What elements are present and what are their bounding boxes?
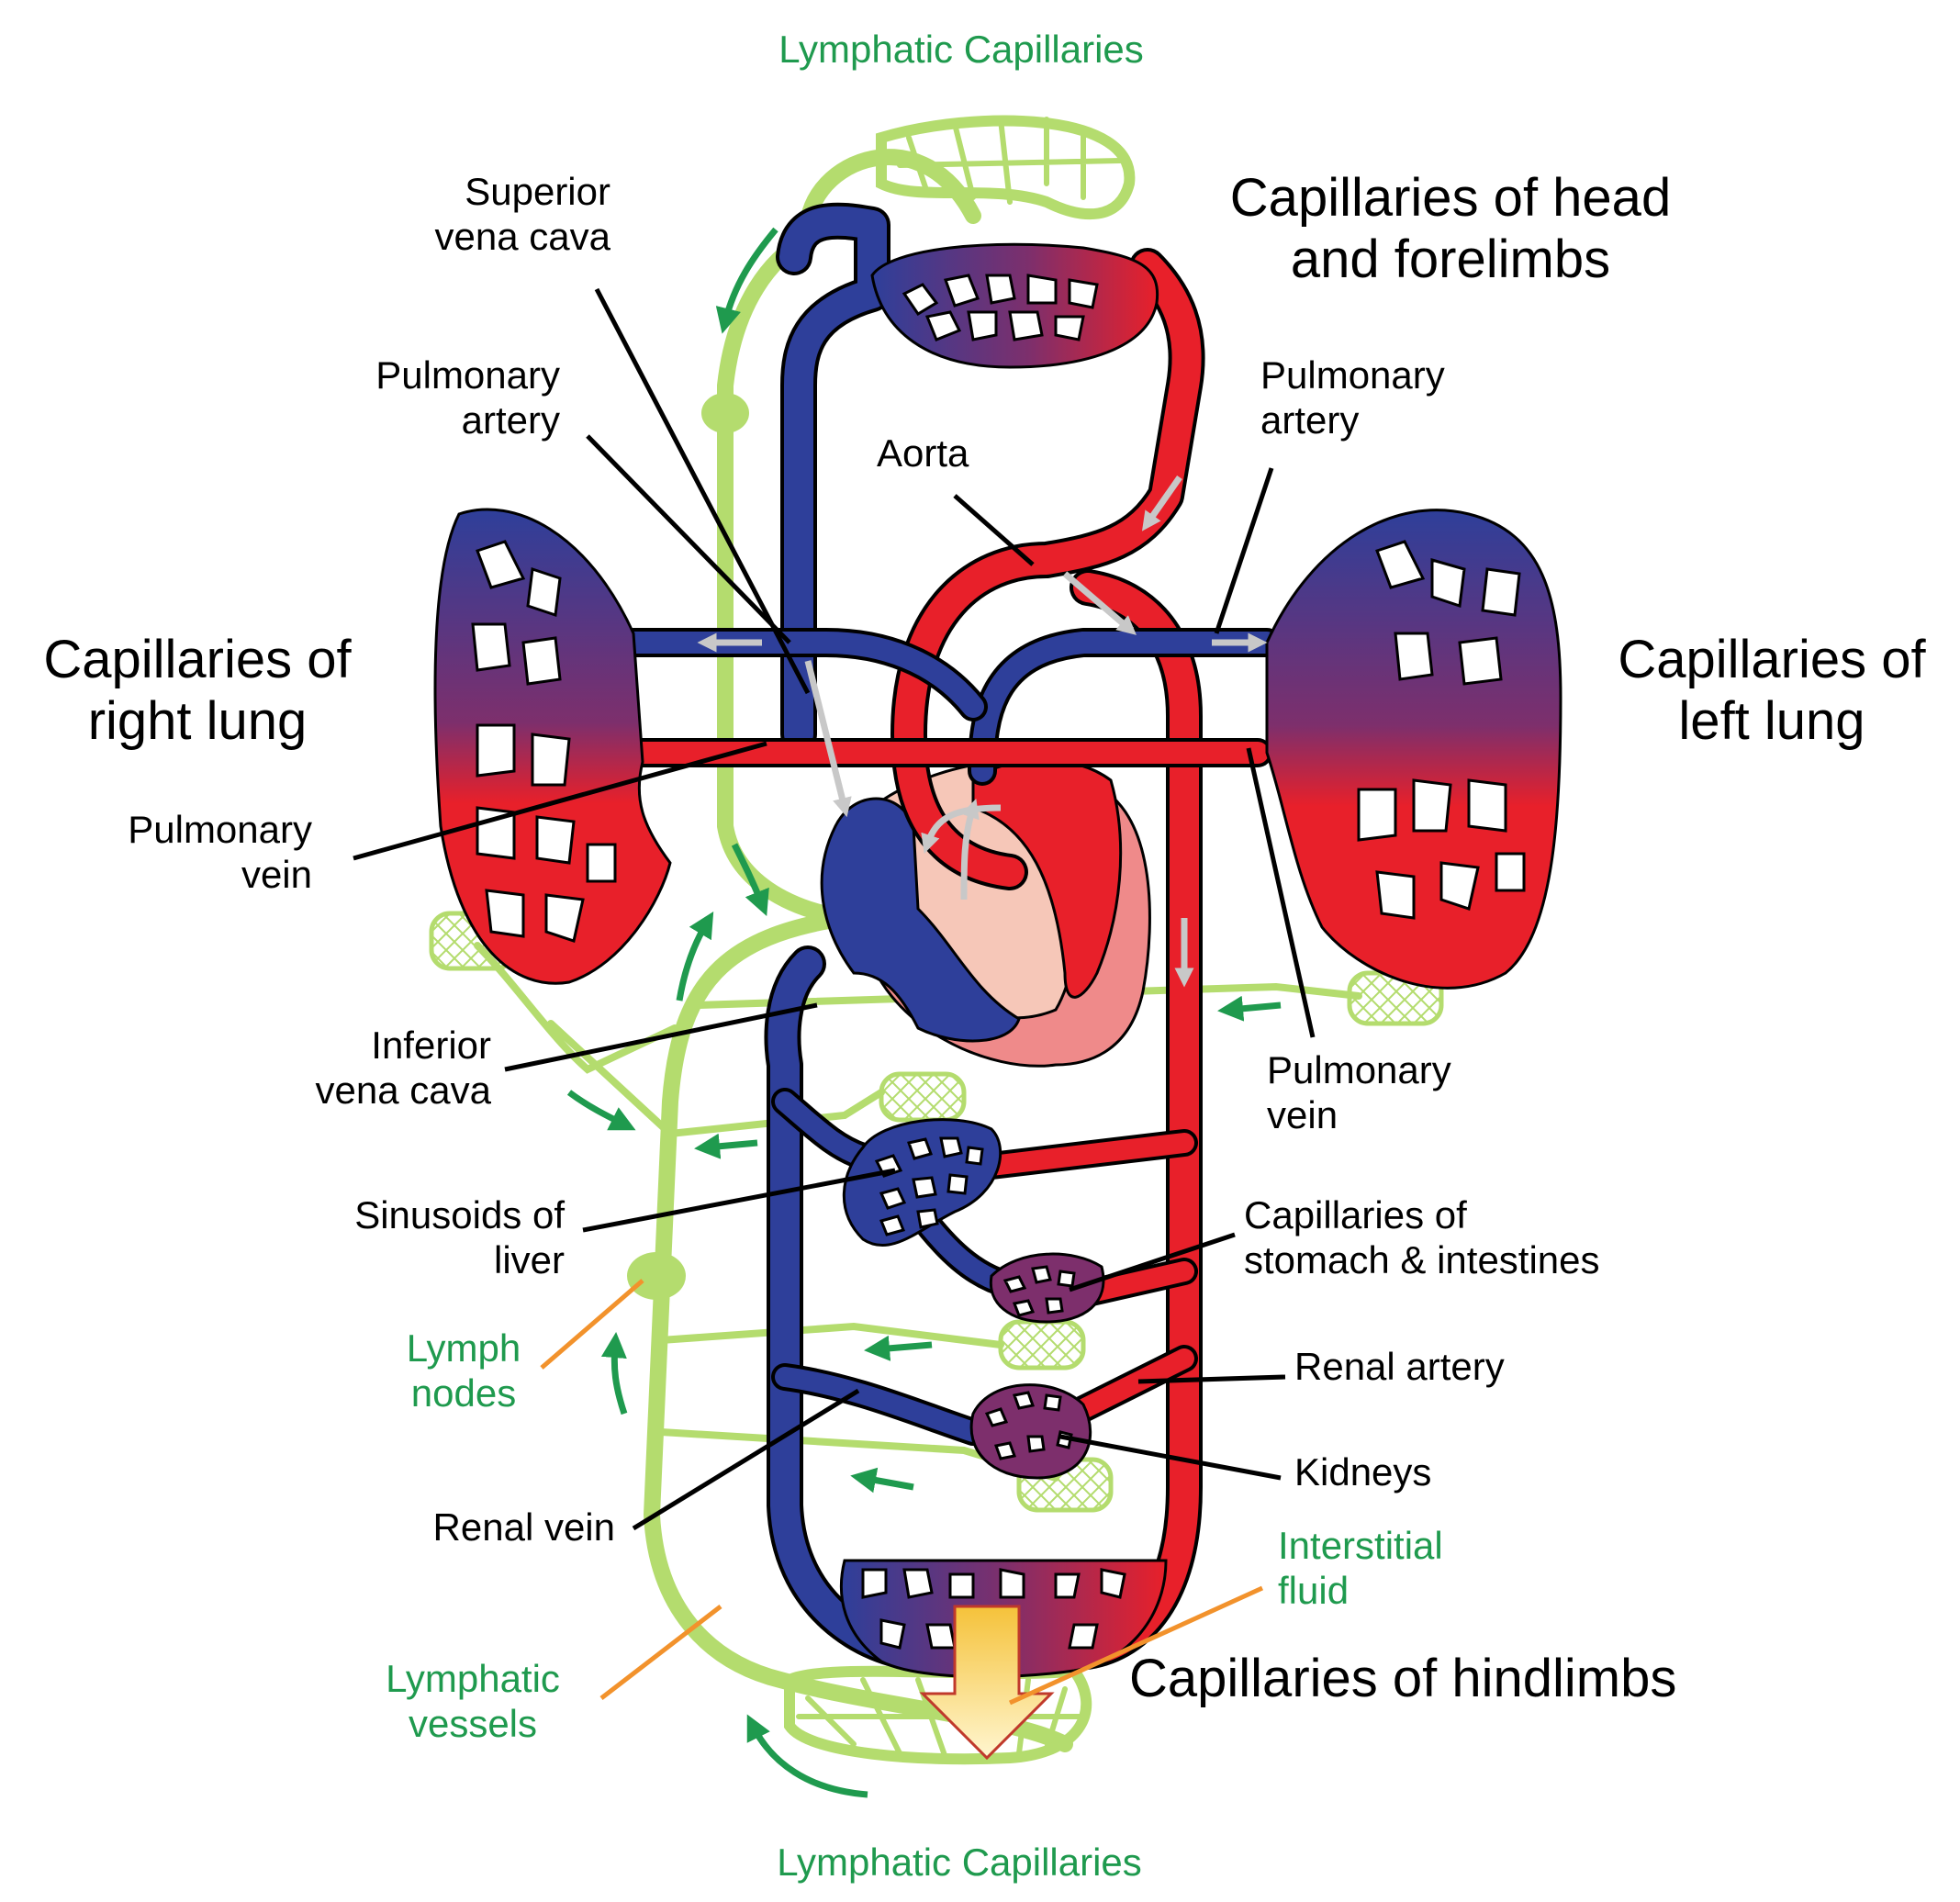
capillaries-head-mesh [902, 274, 1099, 341]
grey-arrow-2 [1062, 571, 1137, 635]
green-arrow-8 [850, 1467, 914, 1494]
leader-lines [353, 287, 1316, 1706]
label-renal-vein: Renal vein [432, 1505, 615, 1549]
label-inferior-vena-cava: Inferior vena cava [315, 1024, 491, 1112]
leader-pulmonary-artery-right [1214, 467, 1274, 634]
green-arrow-2 [731, 843, 769, 916]
leader-inferior-vena-cava [504, 1002, 818, 1072]
grey-arrow-8 [960, 799, 980, 901]
label-kidneys: Kidneys [1294, 1450, 1432, 1494]
leader-lymphatic-vessels [599, 1605, 722, 1700]
label-pulmonary-artery-right: Pulmonary artery [1260, 353, 1445, 442]
leader-pulmonary-vein-right [1246, 747, 1316, 1038]
leader-pulmonary-vein-left [353, 741, 767, 861]
leader-aorta [953, 494, 1035, 566]
sinusoids-liver-mesh [874, 1136, 984, 1236]
lymphatic-capillaries-head [876, 115, 1136, 220]
lymph-node-upper [701, 393, 749, 433]
capillary-beds [433, 242, 1562, 1761]
label-capillaries-head: Capillaries of head and forelimbs [1229, 168, 1672, 290]
capillaries-left-lung-bed [1265, 509, 1562, 990]
leader-renal-vein [632, 1388, 860, 1531]
hepatic-vein-fill [775, 1091, 873, 1167]
green-arrow-4 [566, 1090, 636, 1131]
aortic-arch-fill [894, 252, 1202, 887]
capillaries-right-lung-mesh [471, 540, 617, 943]
kidney-mesh [984, 1391, 1073, 1460]
label-capillaries-hindlimbs: Capillaries of hindlimbs [1129, 1649, 1677, 1708]
interstitial-fluid-arrow [919, 1605, 1055, 1761]
label-pulmonary-artery-left: Pulmonary artery [375, 353, 560, 442]
grey-arrow-7 [921, 804, 1002, 854]
green-arrow-10 [746, 1714, 868, 1798]
leader-sinusoids-liver [582, 1168, 896, 1233]
leader-interstitial-fluid [1008, 1585, 1264, 1706]
lymph-capillaries-liver [879, 1071, 967, 1123]
green-arrow-1 [715, 227, 778, 334]
label-lymphatic-vessels: Lymphatic vessels [386, 1657, 560, 1745]
label-pulmonary-vein-left: Pulmonary vein [128, 808, 312, 896]
green-arrow-7 [864, 1335, 933, 1361]
leader-kidneys [1059, 1434, 1282, 1481]
label-capillaries-right-lung: Capillaries of right lung [43, 630, 352, 752]
superior-vena-cava-fill [779, 206, 887, 749]
renal-artery-fill [1064, 1348, 1194, 1424]
label-lymphatic-capillaries-bottom: Lymphatic Capillaries [777, 1840, 1142, 1884]
green-arrow-3 [676, 911, 714, 1001]
lymph-capillaries-intestine [998, 1319, 1086, 1371]
label-aorta: Aorta [877, 431, 969, 475]
pulmonary-artery-right-fill [622, 632, 984, 718]
leader-renal-artery [1137, 1374, 1286, 1384]
lymph-branch-liver [666, 1089, 885, 1137]
flow-arrows [566, 227, 1282, 1798]
label-capillaries-stomach: Capillaries of stomach & intestines [1244, 1193, 1600, 1281]
label-capillaries-left-lung: Capillaries of left lung [1618, 630, 1926, 752]
hepatic-artery-fill [981, 1133, 1194, 1176]
label-superior-vena-cava: Superior vena cava [434, 170, 610, 258]
green-arrow-6 [1217, 995, 1282, 1022]
label-pulmonary-vein-right: Pulmonary vein [1267, 1048, 1451, 1136]
lymph-mesh-head [897, 117, 1123, 205]
leader-lymph-nodes [540, 1279, 644, 1370]
capillaries-left-lung-mesh [1357, 540, 1526, 920]
green-arrow-5 [694, 1133, 758, 1159]
leader-capillaries-stomach [1069, 1232, 1236, 1292]
leader-pulmonary-artery-left [586, 434, 791, 644]
green-arrow-9 [600, 1332, 628, 1415]
lymph-node-lower [627, 1252, 686, 1300]
label-lymph-nodes: Lymph nodes [406, 1326, 521, 1415]
label-renal-artery: Renal artery [1294, 1345, 1505, 1388]
label-lymphatic-capillaries-top: Lymphatic Capillaries [778, 28, 1144, 71]
grey-arrow-6 [804, 660, 852, 818]
renal-vein-fill [775, 1367, 983, 1442]
label-sinusoids-liver: Sinusoids of liver [354, 1193, 565, 1281]
lymph-branch-left-lung [694, 982, 1362, 1009]
label-interstitial-fluid: Interstitial fluid [1278, 1524, 1443, 1612]
grey-arrow-1 [1141, 475, 1182, 531]
capillaries-stomach-mesh [1002, 1265, 1076, 1317]
lymph-branch-intestine [657, 1322, 1004, 1348]
lymphatic-system [429, 115, 1444, 1765]
lymph-branch-right-lung2 [547, 1020, 674, 1137]
